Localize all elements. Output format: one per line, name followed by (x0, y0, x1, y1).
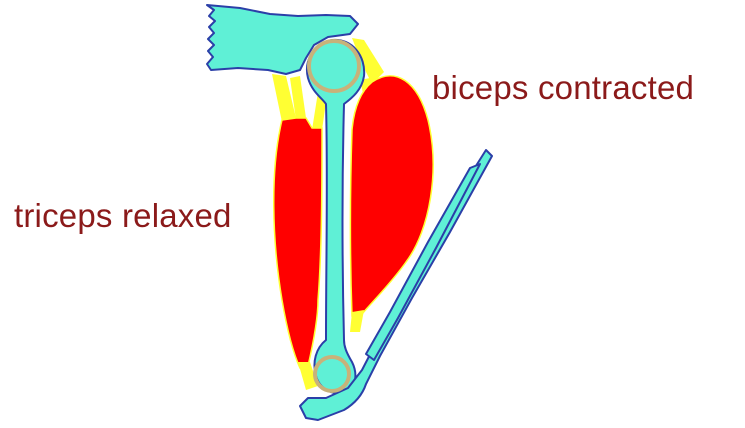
triceps-label: triceps relaxed (14, 199, 232, 232)
triceps-muscle (274, 118, 322, 368)
biceps-label: biceps contracted (432, 71, 694, 104)
biceps-tendon-lower (350, 310, 364, 332)
